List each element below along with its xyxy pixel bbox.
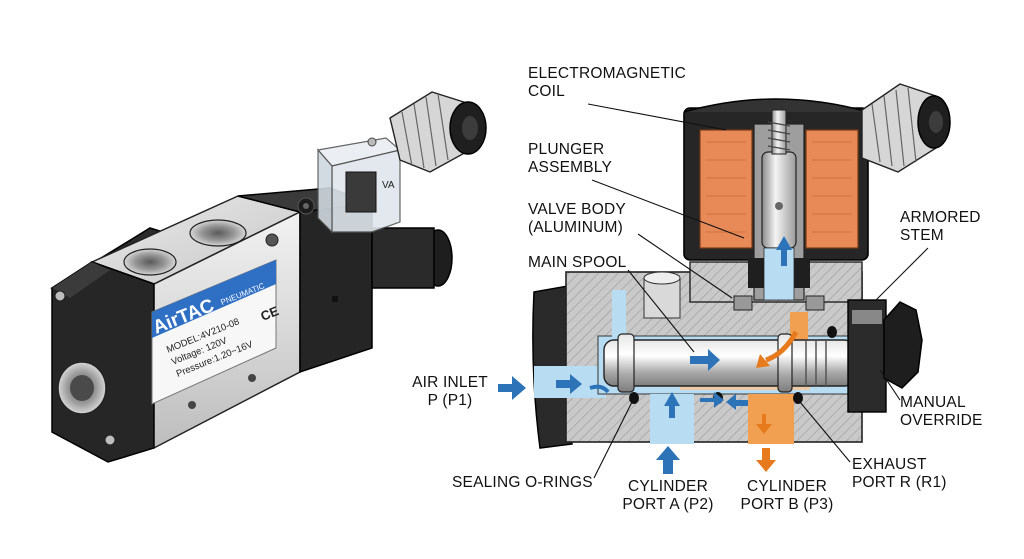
flow-arrow-port-b bbox=[756, 414, 772, 434]
pilot-chamber bbox=[763, 247, 795, 301]
small-hole bbox=[332, 296, 338, 302]
flow-arrow-back bbox=[726, 394, 748, 410]
side-port-bore bbox=[70, 375, 94, 401]
manual-override-knob bbox=[883, 301, 923, 389]
label-cylinder-port-a: CYLINDER PORT A (P2) bbox=[622, 478, 714, 513]
left-endcap-bevel bbox=[52, 262, 110, 298]
label-plunger-assembly: PLUNGER ASSEMBLY bbox=[528, 141, 613, 176]
seal-left bbox=[748, 258, 764, 288]
flow-arrow-exhaust-curve bbox=[765, 330, 799, 363]
cap-screw-icon bbox=[367, 137, 377, 147]
ce-mark: CE bbox=[258, 303, 281, 324]
label-manual-override: MANUAL OVERRIDE bbox=[900, 394, 983, 429]
label-plate-banner bbox=[152, 260, 276, 338]
coil-winding-texture bbox=[706, 141, 852, 233]
top-port-1 bbox=[123, 248, 177, 276]
cable-entry bbox=[462, 116, 478, 140]
bolt-socket bbox=[303, 203, 309, 209]
flow-arrow-curve bbox=[589, 384, 610, 394]
coil-winding-left bbox=[699, 129, 753, 249]
leader-manual-override bbox=[879, 369, 901, 401]
seal-right bbox=[794, 258, 810, 288]
flow-arrow-spool bbox=[690, 349, 720, 371]
o-ring bbox=[827, 326, 837, 338]
cable-gland-ribs bbox=[401, 93, 449, 169]
connector-cap-side bbox=[317, 148, 333, 234]
mount-hole bbox=[265, 233, 279, 247]
plunger-pin bbox=[775, 202, 783, 210]
flow-arrow-pilot bbox=[776, 236, 792, 266]
section-gland-ribs bbox=[871, 87, 917, 167]
label-cylinder-port-b: CYLINDER PORT B (P3) bbox=[740, 478, 834, 513]
pilot-channel bbox=[612, 290, 626, 340]
connector-insert bbox=[345, 171, 377, 213]
leader-plunger bbox=[591, 179, 745, 239]
coil-housing-side bbox=[371, 227, 435, 289]
screw-icon bbox=[54, 290, 66, 302]
leader-armored-stem bbox=[875, 247, 929, 301]
flow-arrow-inlet bbox=[498, 376, 526, 400]
o-ring bbox=[629, 392, 639, 404]
top-fitting-rim bbox=[643, 271, 681, 285]
flow-arrow-inlet-inner bbox=[556, 374, 582, 394]
flow-arrow-port-a bbox=[664, 392, 680, 418]
leader-exhaust bbox=[799, 401, 851, 463]
flow-arrows bbox=[498, 236, 799, 474]
leader-valve-body bbox=[637, 233, 733, 299]
endcap-insert bbox=[852, 310, 882, 324]
seat-right bbox=[805, 295, 825, 311]
flow-arrow-mid bbox=[700, 392, 724, 408]
plunger-spring bbox=[767, 121, 791, 151]
label-sealing-orings: SEALING O-RINGS bbox=[452, 474, 593, 491]
flow-arrow-exhaust-head bbox=[756, 354, 770, 368]
label-exhaust-port: EXHAUST PORT R (R1) bbox=[852, 456, 947, 491]
flow-arrow-port-b-out bbox=[756, 448, 776, 472]
plunger bbox=[761, 151, 797, 249]
mount-hole bbox=[248, 374, 256, 382]
seat-left bbox=[733, 295, 753, 311]
top-port-2 bbox=[189, 219, 247, 247]
spool-land-1 bbox=[617, 333, 635, 393]
screw-icon bbox=[104, 434, 116, 446]
label-air-inlet: AIR INLET P (P1) bbox=[412, 374, 488, 409]
leader-lines bbox=[587, 103, 929, 479]
coil-housing-top bbox=[683, 98, 869, 113]
label-valve-body: VALVE BODY (ALUMINUM) bbox=[528, 201, 626, 236]
mount-hole bbox=[188, 401, 196, 409]
leader-orings bbox=[593, 401, 633, 479]
coil-winding-right bbox=[805, 129, 859, 249]
solenoid-valve-product: AirTAC PNEUMATIC MODEL:4V210-08 Voltage:… bbox=[50, 91, 487, 463]
section-cable-entry bbox=[929, 111, 943, 133]
flow-arrow-port-a-out bbox=[656, 446, 680, 474]
valve-cross-section bbox=[498, 83, 951, 479]
leader-main-spool bbox=[627, 269, 695, 353]
connector-mark: VA bbox=[382, 180, 395, 191]
leader-coil bbox=[587, 103, 727, 131]
spool-grooves bbox=[805, 340, 827, 386]
label-main-spool: MAIN SPOOL bbox=[528, 254, 627, 271]
o-ring bbox=[793, 392, 803, 404]
label-electromagnetic-coil: ELECTROMAGNETIC COIL bbox=[528, 65, 687, 100]
label-armored-stem: ARMORED STEM bbox=[900, 209, 981, 244]
port-b-channel bbox=[748, 394, 794, 444]
